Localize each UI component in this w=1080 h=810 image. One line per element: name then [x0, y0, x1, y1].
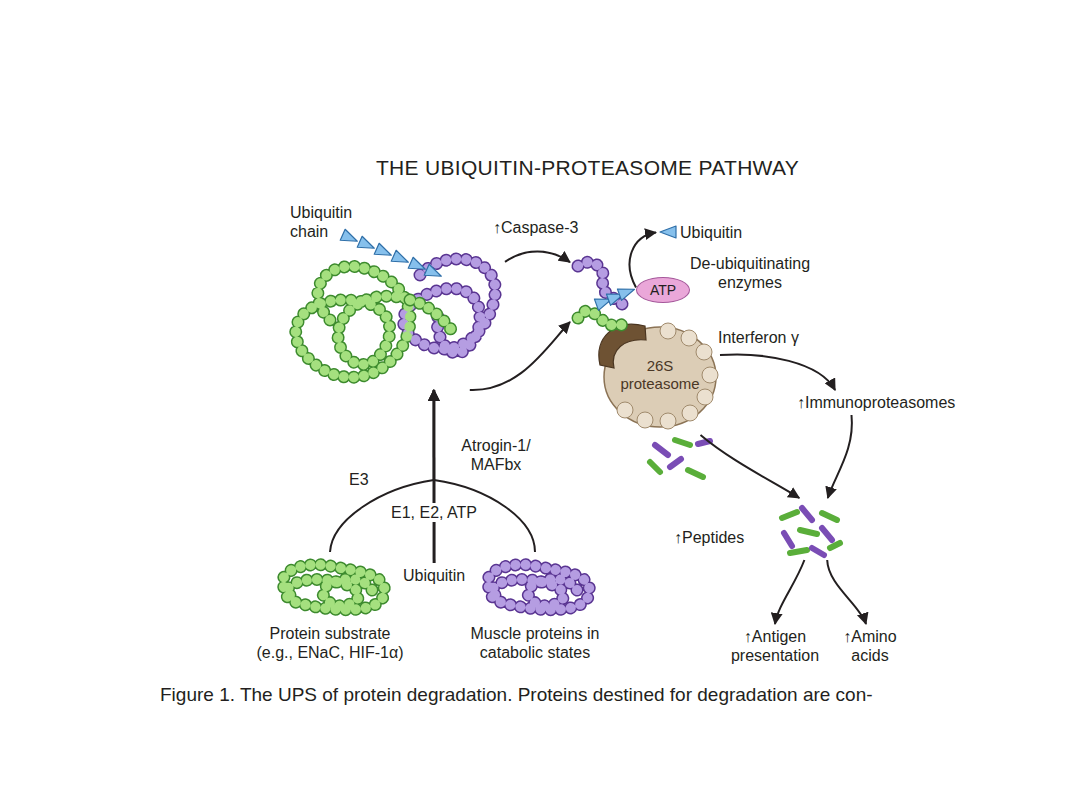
- edge-label-holder: E1, E2, ATP: [388, 503, 480, 522]
- peptide-fragments-part: [822, 513, 837, 520]
- ubiquitinated-protein-art-part: [296, 266, 410, 377]
- peptide-fragments-part: [822, 528, 832, 540]
- muscle-protein-art-part: [488, 565, 590, 610]
- ubiquitinated-protein-art-part: [404, 259, 496, 353]
- edge-label: E1, E2, ATP: [388, 503, 480, 522]
- peptide-fragments-part: [830, 543, 840, 548]
- ubiquitinated-protein-art-part: [408, 257, 427, 274]
- peptides-node: ↑Peptides: [672, 498, 850, 560]
- ubiquitinated-protein-art-part: [296, 266, 410, 377]
- immunoproteasome-node: ↑Immunoproteasomes: [794, 390, 958, 415]
- ubiquitinated-protein-art-part: [404, 259, 496, 353]
- annotation-label-holder: De-ubiquitinating enzymes: [680, 254, 820, 292]
- edge-label: Atrogin-1/ MAFbx: [456, 436, 536, 474]
- peptide-fragments-part: [650, 462, 660, 472]
- connector-arrow: [434, 390, 535, 552]
- ubiquitinated-protein-art-part: [410, 300, 455, 335]
- node-text: ↑Antigen presentation: [723, 627, 827, 665]
- edge-label-holder: E3: [346, 470, 372, 489]
- edge-label-holder: Interferon γ: [715, 328, 802, 347]
- peptide-fragments-part: [802, 508, 812, 520]
- connector-arrow: [701, 435, 800, 498]
- node-text: Muscle proteins in catabolic states: [460, 624, 610, 662]
- peptide-fragments-part: [800, 530, 817, 534]
- ubiquitinated-protein-art-part: [357, 236, 376, 253]
- node-text: Ubiquitin: [403, 566, 465, 585]
- connector-arrow: [827, 560, 866, 624]
- connector-arrow: [828, 415, 852, 498]
- peptide-fragments-part: [790, 550, 807, 553]
- node-text: Protein substrate (e.g., ENaC, HIF-1α): [252, 624, 408, 662]
- figure-caption-holder: Figure 1. The UPS of protein degradation…: [160, 684, 873, 706]
- connector-arrow: [432, 390, 435, 563]
- ubiquitinated-protein: Ubiquitin chain: [285, 200, 505, 390]
- ubiquitinated-protein-art-part: [374, 243, 393, 260]
- node-text: ↑Immunoproteasomes: [797, 393, 955, 412]
- diagram-title-holder: THE UBIQUITIN-PROTEASOME PATHWAY: [300, 156, 875, 180]
- diagram-title: THE UBIQUITIN-PROTEASOME PATHWAY: [300, 156, 875, 180]
- released-ubiquitin-icon: [660, 226, 676, 238]
- ubiquitinated-protein-art-part: [410, 300, 455, 335]
- atp-ellipse: ATP: [636, 277, 690, 303]
- muscle-protein-art: [488, 565, 590, 610]
- proteasome-art-part: [681, 330, 697, 346]
- edge-label: ↑Caspase-3: [490, 218, 581, 237]
- node-text: ATP: [650, 282, 676, 298]
- ubiquitin-released: Ubiquitin: [656, 220, 745, 245]
- proteasome-art-part: [702, 367, 718, 383]
- proteasome-art: [578, 262, 718, 429]
- connector-arrow: [505, 252, 570, 263]
- ubiquitinated-protein-art-part: [391, 250, 410, 267]
- proteasome-art-part: [637, 412, 653, 428]
- muscle-protein-art-part: [488, 565, 590, 610]
- antigen-presentation: ↑Antigen presentation: [720, 624, 830, 668]
- proteasome-art-part: [682, 405, 698, 421]
- ubiquitinated-protein-art-part: [340, 229, 359, 246]
- peptide-fragments-part: [675, 440, 690, 445]
- muscle-proteins: Muscle proteins in catabolic states: [455, 552, 615, 664]
- protein-substrate-art-part: [283, 565, 385, 610]
- node-text: Ubiquitin chain: [290, 203, 365, 241]
- proteasome-art-part: [578, 311, 630, 325]
- edge-label-holder: Atrogin-1/ MAFbx: [456, 436, 536, 474]
- node-text: ↑Amino acids: [833, 627, 907, 665]
- proteasome-art-part: [696, 344, 712, 360]
- protein-substrate: Protein substrate (e.g., ENaC, HIF-1α): [250, 552, 410, 664]
- peptide-fragments-part: [782, 512, 797, 518]
- proteasome-art-part: [660, 323, 676, 339]
- ubiquitinated-protein-art: [296, 229, 496, 377]
- amino-acids: ↑Amino acids: [830, 624, 910, 668]
- connector-arrow: [775, 560, 804, 624]
- node-text: 26S proteasome: [612, 357, 708, 393]
- proteasome-art-part: [617, 284, 636, 301]
- peptide-fragments-part: [812, 548, 824, 555]
- ubiquitinated-protein-art-part: [424, 264, 443, 281]
- annotation-label: De-ubiquitinating enzymes: [680, 254, 820, 292]
- edge-label-holder: ↑Caspase-3: [490, 218, 581, 237]
- connector-arrow: [720, 355, 835, 390]
- proteasome-art-part: [660, 413, 676, 429]
- node-text: ↑Peptides: [674, 528, 852, 547]
- peptide-fragments-part: [688, 470, 703, 477]
- connector-arrow: [470, 322, 570, 390]
- protein-substrate-art: [283, 565, 385, 610]
- proteasome-art-part: [578, 311, 630, 325]
- figure-caption: Figure 1. The UPS of protein degradation…: [160, 684, 873, 706]
- protein-substrate-art-part: [283, 565, 385, 610]
- edge-label: Interferon γ: [715, 328, 802, 347]
- edge-label: E3: [346, 470, 372, 489]
- ubiquitin-input: Ubiquitin: [400, 563, 468, 588]
- peptide-fragments-part: [670, 459, 681, 467]
- node-text: Ubiquitin: [680, 223, 742, 242]
- peptide-fragments-part: [655, 445, 668, 455]
- peptide-fragments-part: [784, 533, 792, 546]
- released-ubiquitin-icon-part: [660, 226, 676, 238]
- connector-arrow: [330, 390, 434, 552]
- proteasome-art-part: [617, 402, 633, 418]
